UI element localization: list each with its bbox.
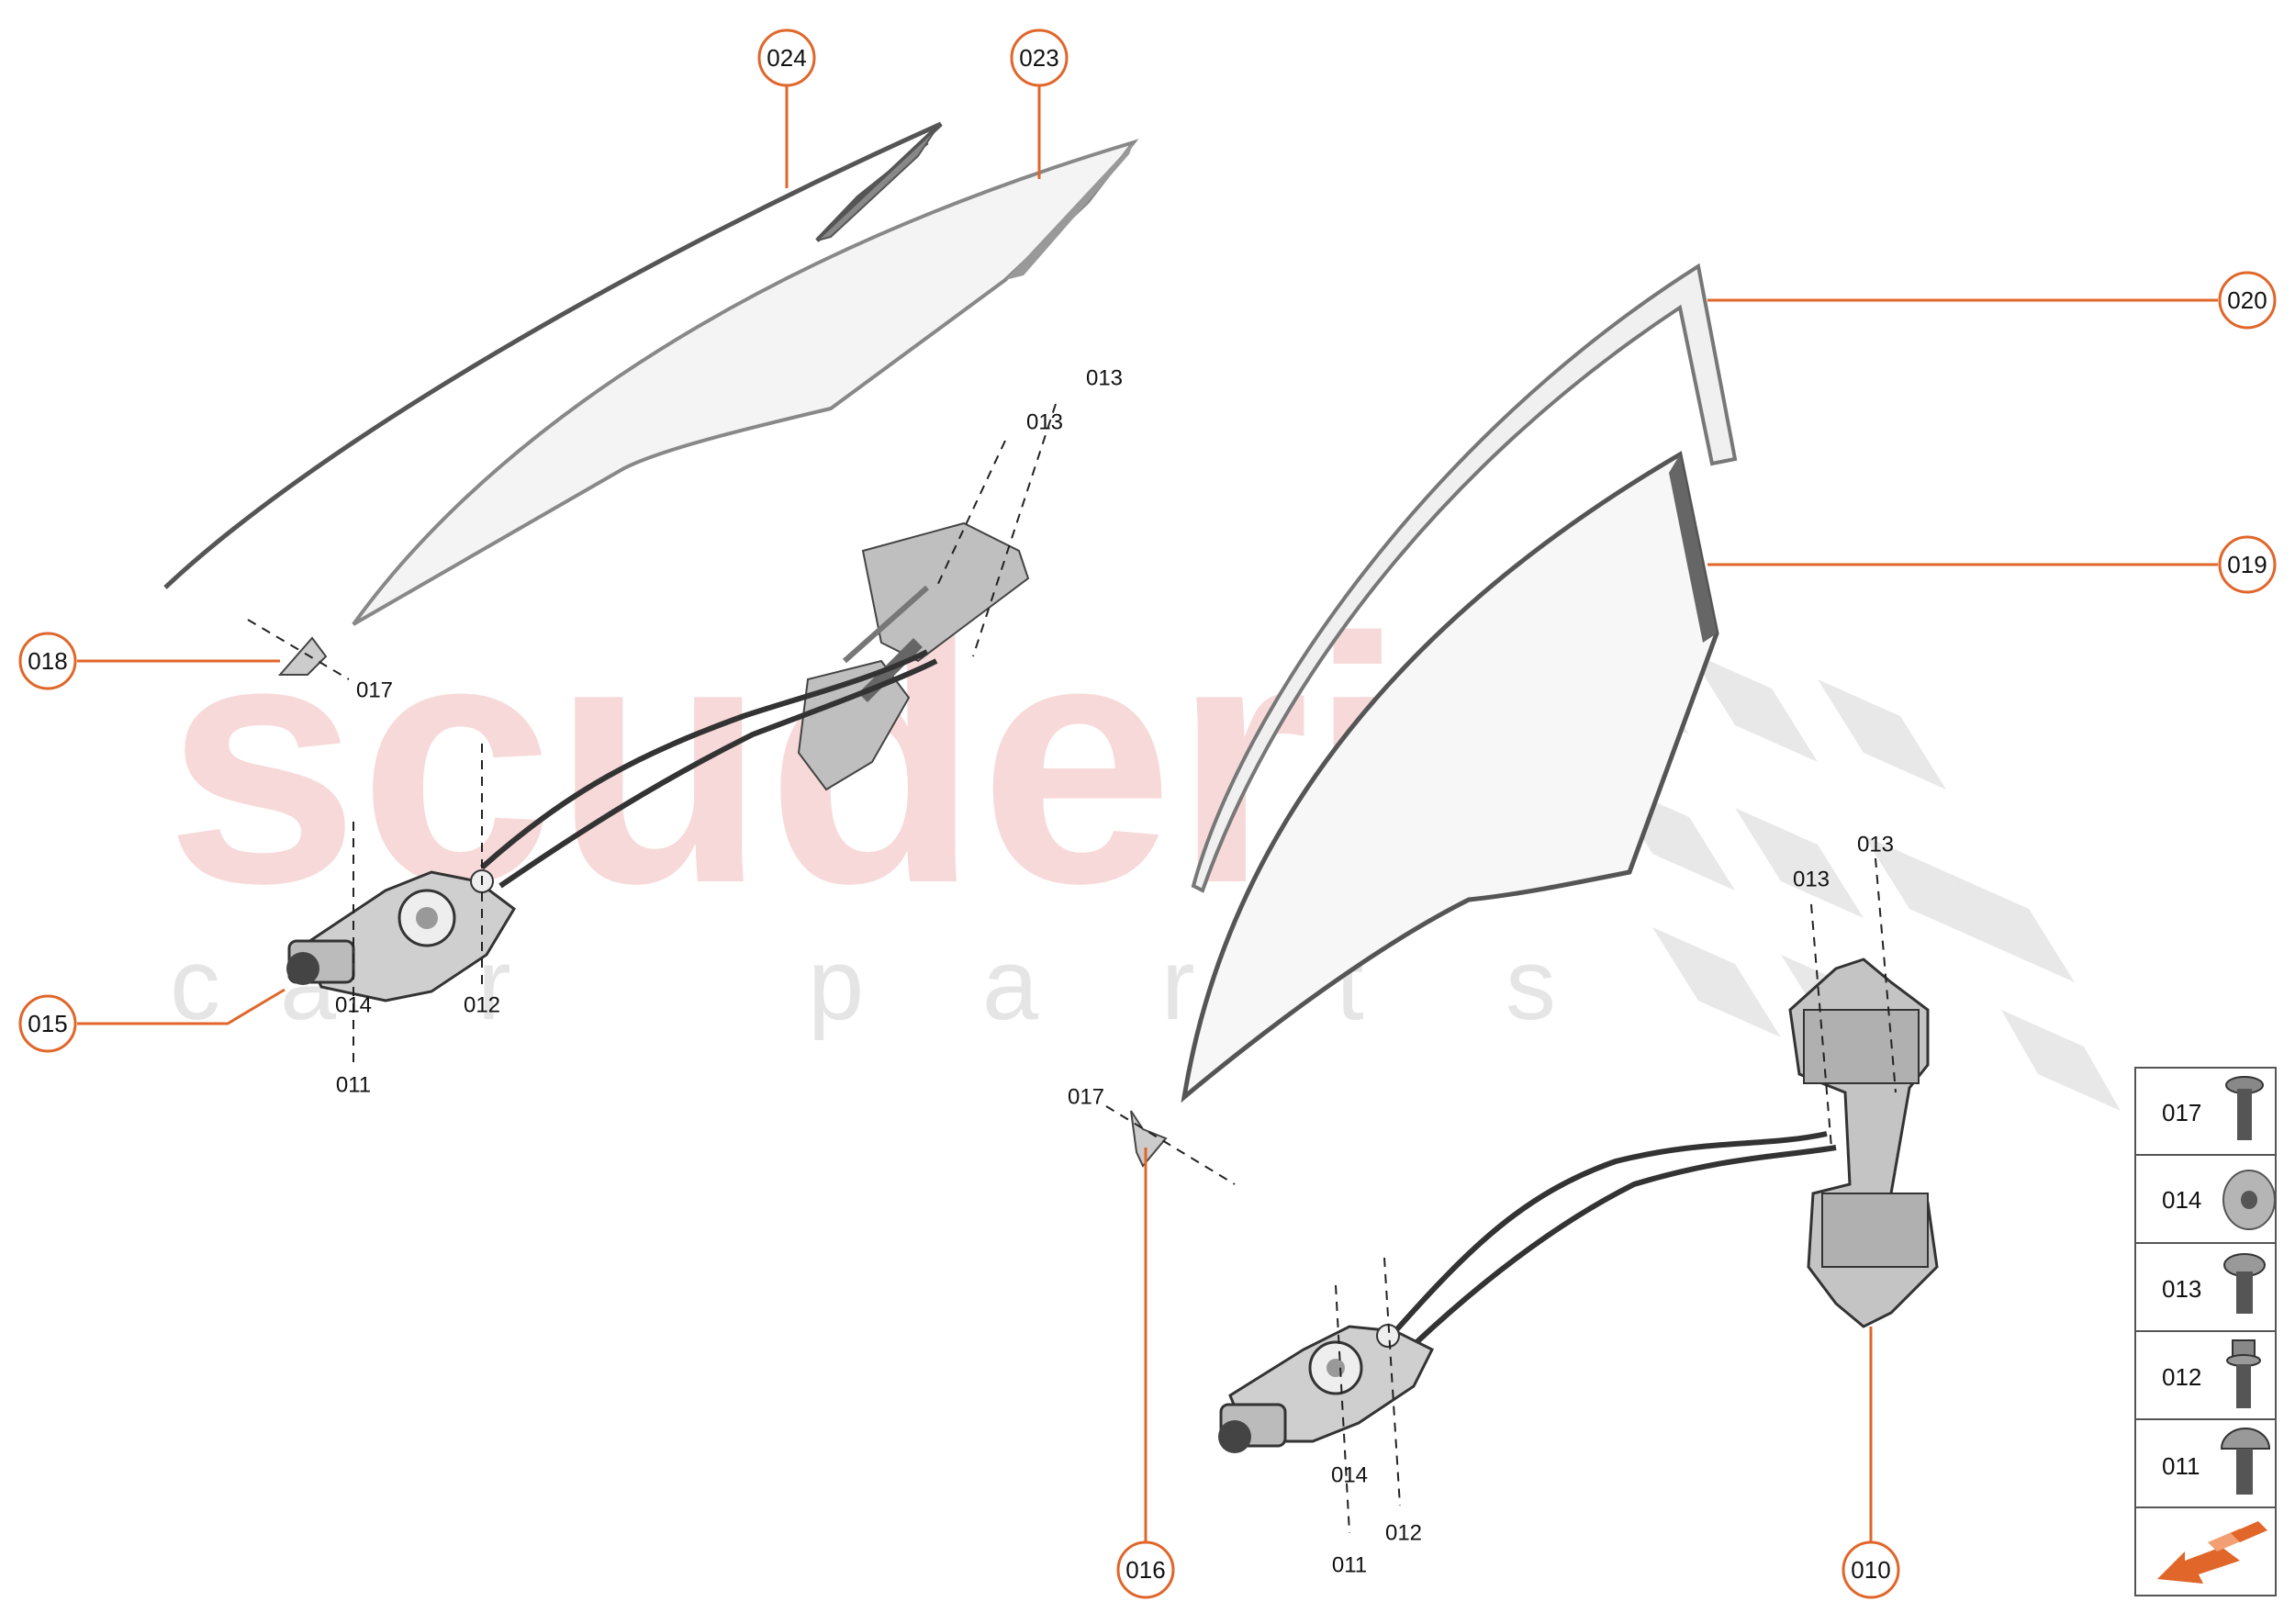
label-014-left: 014 <box>335 993 372 1018</box>
label-013-c: 013 <box>1793 868 1830 892</box>
callout-024: 024 <box>757 28 816 87</box>
direction-arrow-icon <box>2157 1521 2267 1584</box>
dashed-leaders-left <box>247 403 1057 1070</box>
label-012-right: 012 <box>1385 1521 1422 1546</box>
svg-text:024: 024 <box>767 44 806 72</box>
seal-024 <box>163 121 943 589</box>
callout-leaders <box>77 86 2218 1541</box>
washer-icon <box>2222 1170 2276 1230</box>
dashed-leaders-right <box>1105 857 1897 1534</box>
legend-code-012: 012 <box>2162 1363 2201 1391</box>
legend-code-017: 017 <box>2162 1099 2201 1126</box>
callout-010: 010 <box>1842 1540 1900 1599</box>
svg-text:018: 018 <box>28 647 67 675</box>
label-012-left: 012 <box>464 993 500 1018</box>
callout-020: 020 <box>2218 271 2277 330</box>
legend-code-013: 013 <box>2162 1275 2201 1303</box>
svg-text:r: r <box>1161 928 1195 1041</box>
label-011-right: 011 <box>1332 1553 1367 1578</box>
label-013-b: 013 <box>1026 410 1063 435</box>
svg-text:015: 015 <box>28 1010 67 1037</box>
countersunk-screw-icon <box>2225 1076 2264 1140</box>
svg-text:019: 019 <box>2227 551 2267 578</box>
fastener-legend: 017 014 013 012 011 <box>2134 1067 2277 1596</box>
svg-text:010: 010 <box>1851 1556 1890 1584</box>
label-011-left: 011 <box>336 1073 371 1098</box>
svg-text:020: 020 <box>2227 286 2267 314</box>
window-motor-left <box>286 869 516 1002</box>
window-regulator-right <box>1788 958 1939 1328</box>
svg-text:p: p <box>808 928 864 1041</box>
checkered-flag-watermark <box>1561 624 2121 1111</box>
button-head-screw-icon <box>2220 1428 2271 1495</box>
callout-019: 019 <box>2218 535 2277 594</box>
label-014-right: 014 <box>1331 1463 1368 1488</box>
svg-text:016: 016 <box>1125 1556 1165 1584</box>
window-motor-right <box>1218 1324 1435 1453</box>
svg-text:023: 023 <box>1019 44 1058 72</box>
flange-bolt-icon <box>2226 1339 2261 1408</box>
regulator-cable-right <box>1393 1131 1837 1348</box>
label-017-left: 017 <box>356 678 393 703</box>
regulator-cable-left <box>480 649 938 889</box>
callout-023: 023 <box>1010 28 1069 87</box>
clip-018 <box>277 636 328 676</box>
svg-text:a: a <box>982 928 1039 1041</box>
glass-023 <box>352 139 1139 626</box>
callout-018: 018 <box>18 632 77 690</box>
pan-head-screw-icon <box>2223 1253 2266 1314</box>
legend-code-011: 011 <box>2162 1452 2200 1480</box>
seal-020 <box>1191 263 1738 893</box>
label-017-right: 017 <box>1068 1085 1104 1110</box>
label-013-a: 013 <box>1086 366 1123 391</box>
glass-019 <box>1181 451 1719 1103</box>
callout-016: 016 <box>1116 1540 1175 1599</box>
label-013-d: 013 <box>1857 833 1894 857</box>
legend-code-014: 014 <box>2162 1186 2201 1214</box>
svg-text:s: s <box>1506 928 1556 1041</box>
callout-015: 015 <box>18 994 77 1053</box>
clip-016 <box>1130 1110 1168 1168</box>
